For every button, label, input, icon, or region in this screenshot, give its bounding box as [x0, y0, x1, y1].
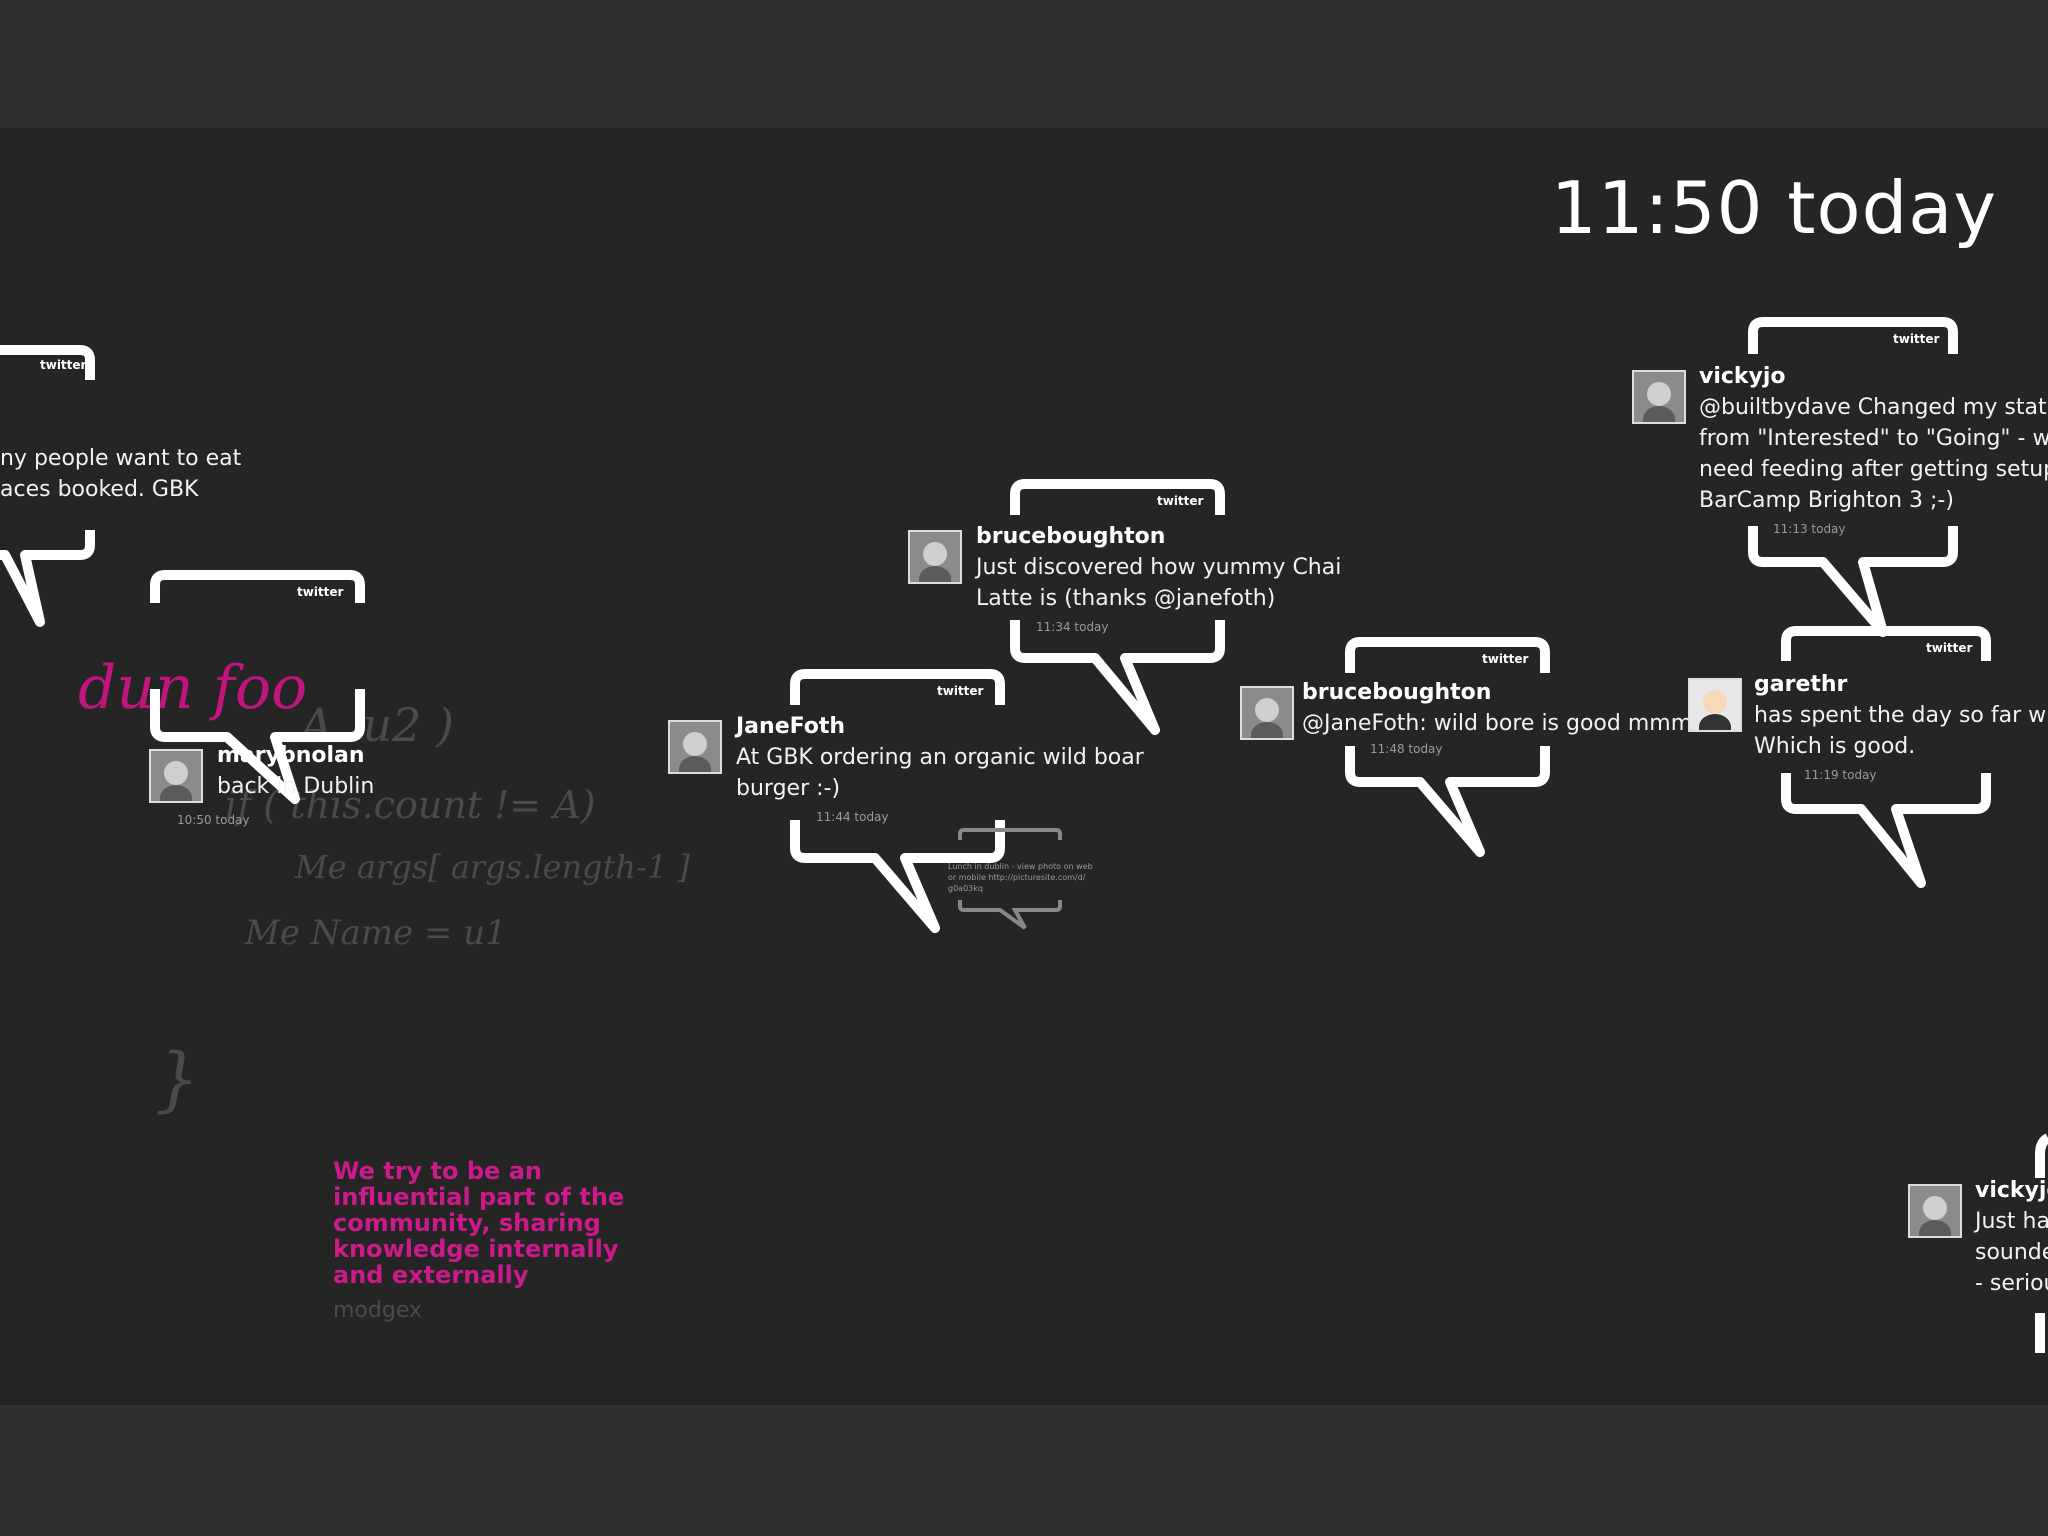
speech-bubble [0, 345, 95, 627]
speech-bubble [1345, 637, 1550, 857]
tweet-card: twitter marybnolan back in Dublin 10:50 … [149, 570, 375, 951]
source-label: twitter [297, 585, 344, 599]
tweet-text: has spent the day so far writ Which is g… [1754, 703, 2048, 759]
tweet-card [2035, 1133, 2048, 1398]
speech-bubble [2035, 1133, 2048, 1353]
whiteboard-scribble: } [155, 1038, 200, 1120]
tagline: We try to be an influential part of the … [333, 1157, 625, 1289]
tweet-text: At GBK ordering an organic wild boar bur… [736, 745, 1144, 801]
tweet-card: twitter [1781, 625, 2048, 1045]
tweet-text: back in Dublin [217, 774, 375, 799]
avatar [668, 720, 722, 774]
tweet-username: bruceboughton [1302, 680, 1492, 705]
whiteboard-scribble: Me Name = u1 [245, 913, 507, 953]
tweet-time: 11:48 today [1370, 742, 1443, 756]
source-label: twitter [1926, 641, 1973, 655]
whiteboard-scribble: A u2 ) [300, 698, 454, 752]
tweet-card-small [958, 828, 1080, 958]
bottom-letterbox [0, 1405, 2048, 1536]
speech-bubble [1781, 626, 1991, 888]
source-label: twitter [1482, 652, 1529, 666]
tweet-text: Just ha sounde - seriou [1975, 1209, 2048, 1296]
tweet-time: 11:34 today [1036, 620, 1109, 634]
speech-bubble [958, 828, 1062, 930]
tweet-username: JaneFoth [736, 714, 846, 739]
tweet-username: garethr [1754, 672, 1848, 697]
tweet-text: @JaneFoth: wild bore is good mmm [1302, 711, 1693, 736]
avatar [149, 749, 203, 803]
tweet-username: vickyjo [1975, 1178, 2048, 1203]
tweet-card: twitter [1010, 478, 1315, 878]
avatar [1632, 370, 1686, 424]
tweet-username: marybnolan [217, 743, 365, 768]
brand-logo: modgex [333, 1298, 422, 1323]
tweet-card: twitter [790, 668, 1095, 1068]
tweet-time: 11:13 today [1773, 522, 1846, 536]
speech-bubble [790, 669, 1005, 933]
tweet-card: twitter [1345, 636, 1650, 1036]
avatar [1688, 678, 1742, 732]
whiteboard-scribble: dun foo [78, 653, 308, 723]
source-label: twitter [1157, 494, 1204, 508]
avatar [1240, 686, 1294, 740]
tweet-text: @builtbydave Changed my status from "Int… [1699, 395, 2048, 513]
source-label: twitter [1893, 332, 1940, 346]
speech-bubble [150, 570, 365, 804]
tweet-time: 10:50 today [177, 813, 250, 827]
tweet-username: bruceboughton [976, 524, 1166, 549]
small-tweet-text: Lunch in dublin - view photo on web or m… [948, 862, 1093, 893]
avatar [1908, 1184, 1962, 1238]
tweet-text: ny people want to eat aces booked. GBK [0, 446, 242, 502]
source-label: twitter [937, 684, 984, 698]
avatar [908, 530, 962, 584]
tweet-text: Just discovered how yummy Chai Latte is … [976, 555, 1342, 611]
whiteboard-scribble: Me args[ args.length-1 ] [295, 848, 690, 886]
clock-label: 11:50 today [1550, 166, 1997, 250]
speech-bubble [1010, 479, 1225, 735]
slide-stage: 11:50 today A u2 ) if ( this.count != A)… [0, 128, 2048, 1405]
source-label: twitter [40, 358, 87, 372]
tweet-username: vickyjo [1699, 364, 1786, 389]
tweet-time: 11:19 today [1804, 768, 1877, 782]
tweet-time: 11:44 today [816, 810, 889, 824]
tweet-card: twitter ny people want to eat aces booke… [0, 345, 241, 780]
top-letterbox [0, 0, 2048, 128]
whiteboard-scribble: if ( this.count != A) [225, 783, 596, 827]
